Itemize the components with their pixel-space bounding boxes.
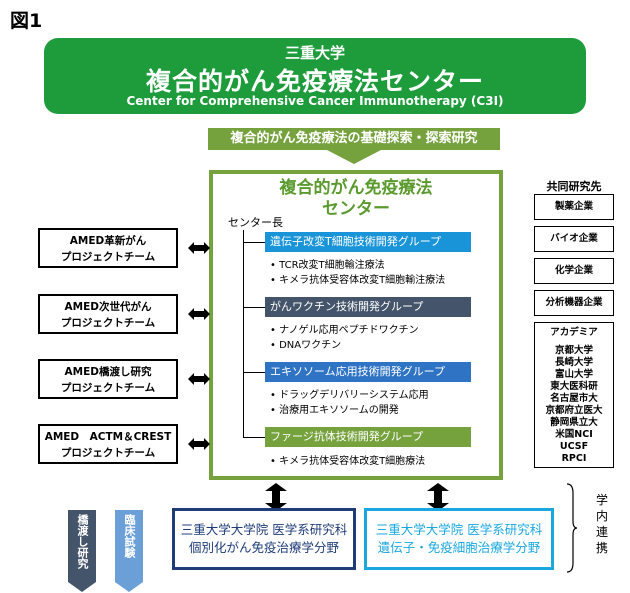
academia-header: アカデミア — [550, 327, 598, 338]
academia-item: 長崎大学 — [554, 357, 593, 368]
down-arrow-icon — [327, 150, 381, 164]
unit-line1: 三重大学大学院 医学系研究科 — [180, 522, 348, 537]
amed-name: AMED次世代がん — [64, 301, 152, 313]
collaborator-box: 製薬企業 — [534, 194, 614, 220]
clinical-trial-tag: 臨床試験 — [115, 510, 143, 592]
tree-trunk — [243, 230, 244, 438]
academia-box: アカデミア 京都大学 長崎大学 富山大学 東大医科研 名古屋市大 京都府立医大 … — [534, 322, 614, 468]
unit-line2: 個別化がん免疫治療学分野 — [188, 540, 339, 555]
group-items: TCR改変T細胞輸注療法 キメラ抗体受容体改変T細胞輸注療法 — [270, 258, 445, 288]
academia-item: 東大医科研 — [550, 381, 598, 392]
amed-team-box: AMED ACTM＆CREST プロジェクトチーム — [38, 424, 178, 464]
amed-name: AMED橋渡し研究 — [64, 366, 152, 378]
tag-label: 臨床試験 — [123, 514, 136, 558]
amed-team-box: AMED橋渡し研究 プロジェクトチーム — [38, 359, 178, 399]
director-label: センター長 — [228, 216, 283, 229]
collaborator-box: 化学企業 — [534, 258, 614, 284]
double-arrow-icon — [188, 373, 210, 385]
list-item: ドラッグデリバリーシステム応用 — [270, 388, 429, 403]
vertical-double-arrow-icon — [427, 483, 449, 511]
tree-branch — [243, 372, 265, 373]
banner-title: 複合的がん免疫療法センター — [145, 67, 484, 96]
pentagon-tag-icon — [68, 510, 96, 592]
academia-item: 京都府立医大 — [545, 405, 603, 416]
academia-item: 京都大学 — [554, 345, 593, 356]
collaborator-box: バイオ企業 — [534, 226, 614, 252]
amed-team-label: プロジェクトチーム — [60, 251, 156, 263]
university-unit-box: 三重大学大学院 医学系研究科 遺伝子・免疫細胞治療学分野 — [364, 508, 554, 570]
collaborators-label: 共同研究先 — [546, 180, 602, 193]
translational-research-tag: 橋渡し研究 — [68, 510, 96, 592]
banner-english-title: Center for Comprehensive Cancer Immunoth… — [126, 94, 504, 108]
group-items: ドラッグデリバリーシステム応用 治療用エキソソームの開発 — [270, 388, 429, 418]
amed-team-box: AMED次世代がん プロジェクトチーム — [38, 294, 178, 334]
pentagon-tag-icon — [115, 510, 143, 592]
vertical-double-arrow-icon — [265, 483, 287, 511]
academia-item: 静岡県立大 — [550, 417, 598, 428]
right-brace-icon — [566, 483, 578, 573]
double-arrow-icon — [188, 438, 210, 450]
group-gene-modified-tcell: 遺伝子改変T細胞技術開発グループ — [265, 232, 471, 252]
group-cancer-vaccine: がんワクチン技術開発グループ — [265, 297, 471, 317]
academia-item: 名古屋市大 — [550, 393, 598, 404]
internal-collaboration-label: 学内連携 — [595, 493, 608, 555]
list-item: DNAワクチン — [270, 338, 419, 353]
list-item: TCR改変T細胞輸注療法 — [270, 258, 445, 273]
amed-name: AMED革新がん — [69, 235, 147, 247]
list-item: 治療用エキソソームの開発 — [270, 403, 429, 418]
amed-team-label: プロジェクトチーム — [60, 382, 156, 394]
collaborator-box: 分析機器企業 — [534, 290, 614, 316]
amed-team-label: プロジェクトチーム — [60, 317, 156, 329]
list-item: ナノゲル応用ペプチドワクチン — [270, 323, 419, 338]
double-arrow-icon — [188, 308, 210, 320]
tag-label: 橋渡し研究 — [76, 514, 89, 569]
figure-label: 図1 — [10, 10, 43, 32]
list-item: キメラ抗体受容体改変T細胞療法 — [270, 454, 425, 469]
double-arrow-icon — [188, 242, 210, 254]
unit-line2: 遺伝子・免疫細胞治療学分野 — [377, 540, 541, 555]
amed-name: AMED ACTM＆CREST — [44, 431, 172, 443]
tree-branch — [243, 307, 265, 308]
research-bar: 複合的がん免疫療法の基礎探索・探索研究 — [208, 128, 500, 150]
list-item: キメラ抗体受容体改変T細胞輸注療法 — [270, 273, 445, 288]
academia-item: 米国NCI — [555, 429, 593, 440]
tree-branch — [243, 242, 265, 243]
group-exosome: エキソソーム応用技術開発グループ — [265, 362, 471, 382]
university-unit-box: 三重大学大学院 医学系研究科 個別化がん免疫治療学分野 — [172, 508, 356, 570]
unit-line1: 三重大学大学院 医学系研究科 — [375, 522, 543, 537]
academia-item: UCSF — [559, 441, 589, 452]
center-banner: 三重大学 複合的がん免疫療法センター Center for Comprehens… — [44, 38, 586, 114]
academia-item: 富山大学 — [554, 369, 593, 380]
tree-branch — [243, 437, 265, 438]
academia-item: RPCI — [561, 453, 587, 464]
banner-university: 三重大学 — [284, 44, 345, 62]
amed-team-label: プロジェクトチーム — [60, 447, 156, 459]
main-title-line1: 複合的がん免疫療法 — [279, 178, 433, 198]
main-title-line2: センター — [322, 199, 390, 219]
group-phage-antibody: ファージ抗体技術開発グループ — [265, 427, 471, 447]
main-box-title: 複合的がん免疫療法 センター — [209, 178, 503, 220]
group-items: キメラ抗体受容体改変T細胞療法 — [270, 454, 425, 469]
amed-team-box: AMED革新がん プロジェクトチーム — [38, 228, 178, 268]
group-items: ナノゲル応用ペプチドワクチン DNAワクチン — [270, 323, 419, 353]
